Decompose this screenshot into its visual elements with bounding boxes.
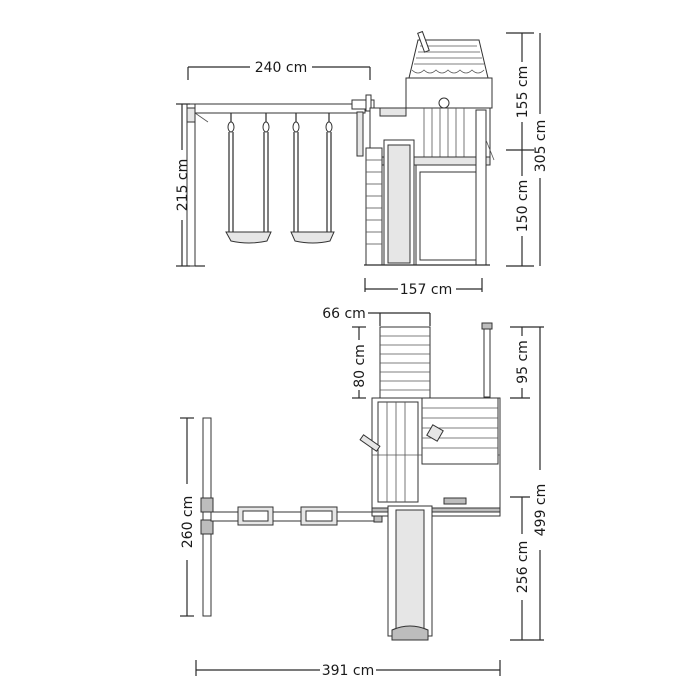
- connector: [351, 94, 375, 157]
- top-swing-frame: [200, 417, 383, 617]
- label-platform-height: 150 cm: [515, 180, 531, 233]
- label-tower-width: 157 cm: [400, 282, 453, 298]
- label-width-beam: 240 cm: [255, 60, 308, 76]
- top-view: 66 cm 80 cm 95 cm 260 cm 256 cm 499 cm 3…: [180, 306, 549, 679]
- label-roof-height: 155 cm: [515, 66, 531, 119]
- top-slide: [387, 505, 433, 641]
- top-slide-head: [379, 326, 431, 400]
- top-pole: [481, 322, 493, 398]
- top-tower: [359, 397, 501, 517]
- label-slide-top-length: 80 cm: [352, 344, 368, 388]
- label-swing-height: 215 cm: [175, 159, 191, 212]
- label-total-depth: 499 cm: [533, 484, 549, 537]
- front-dims: [176, 32, 541, 292]
- swing-right: [290, 113, 335, 244]
- label-swing-frame-length: 260 cm: [180, 496, 196, 549]
- label-slide-length: 256 cm: [515, 541, 531, 594]
- label-total-height: 305 cm: [533, 120, 549, 173]
- swing-frame: [186, 103, 366, 267]
- label-slide-top-width: 66 cm: [322, 306, 366, 322]
- top-dims: [180, 312, 544, 676]
- label-pole-length: 95 cm: [515, 340, 531, 384]
- swing-left: [225, 113, 272, 244]
- label-total-width: 391 cm: [322, 663, 375, 679]
- tower: [364, 30, 495, 266]
- front-view: 240 cm 215 cm 157 cm 155 cm 305 cm 150 c…: [175, 30, 549, 298]
